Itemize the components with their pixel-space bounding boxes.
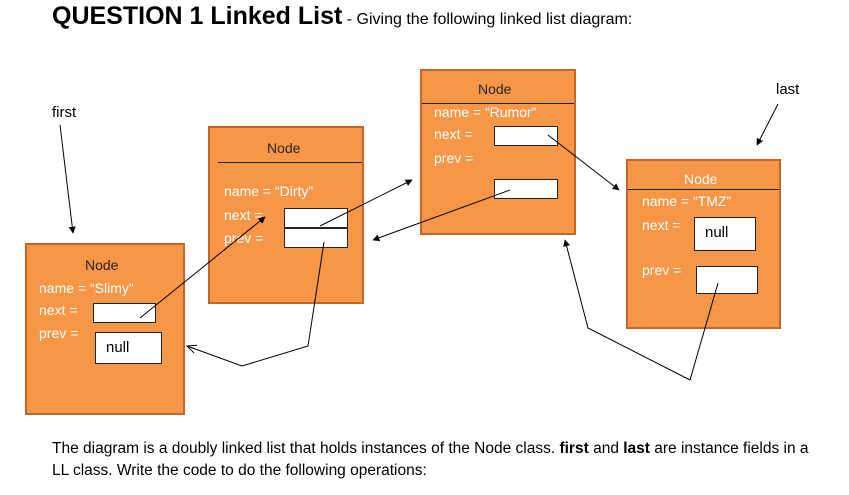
node-header: Node xyxy=(684,171,718,187)
first-label: first xyxy=(52,104,77,121)
node-rumor: Node name = “Rumor” next = prev = xyxy=(420,69,576,235)
description-text: The diagram is a doubly linked list that… xyxy=(52,440,560,457)
node-tmz: Node name = “TMZ” next = null prev = xyxy=(626,159,781,329)
null-value: null xyxy=(705,224,729,241)
node-prev-box: null xyxy=(95,332,162,364)
first-keyword: first xyxy=(559,440,589,457)
question-heading: QUESTION 1 Linked List xyxy=(52,2,343,30)
node-header: Node xyxy=(85,257,119,273)
node-prev-box xyxy=(494,179,558,199)
description-text: are instance fields in a LL class. Write… xyxy=(52,440,809,479)
node-divider xyxy=(628,189,779,190)
node-next-label: next = xyxy=(224,207,263,223)
node-next-label: next = xyxy=(434,126,473,142)
null-value: null xyxy=(106,339,130,356)
last-pointer-arrow xyxy=(756,103,779,146)
question-subtitle: - Giving the following linked list diagr… xyxy=(342,11,633,28)
node-prev-box xyxy=(284,228,348,248)
node-next-box: null xyxy=(694,217,756,251)
node-dirty: Node name = “Dirty” next = prev = xyxy=(208,126,364,304)
question-description: The diagram is a doubly linked list that… xyxy=(52,438,812,482)
node-prev-label: prev = xyxy=(642,262,682,278)
node-next-label: next = xyxy=(39,302,78,318)
node-name-field: name = “Slimy” xyxy=(39,280,134,296)
node-header: Node xyxy=(478,81,512,97)
last-keyword: last xyxy=(623,440,650,457)
node-name-field: name = “Dirty” xyxy=(224,183,314,199)
node-next-box xyxy=(93,303,156,323)
description-text: and xyxy=(588,440,624,457)
node-next-box xyxy=(284,208,348,228)
node-name-field: name = “Rumor” xyxy=(434,104,537,120)
node-prev-label: prev = xyxy=(224,230,264,246)
question-title: QUESTION 1 Linked List - Giving the foll… xyxy=(52,2,632,31)
first-pointer-arrow xyxy=(59,124,76,234)
node-next-label: next = xyxy=(642,217,681,233)
node-name-field: name = “TMZ” xyxy=(642,193,732,209)
node-next-box xyxy=(494,126,558,146)
last-label: last xyxy=(776,81,800,98)
node-slimy: Node name = “Slimy” next = prev = null xyxy=(25,243,185,415)
node-divider xyxy=(422,103,574,104)
node-prev-label: prev = xyxy=(434,150,474,166)
node-divider xyxy=(218,162,362,163)
node-prev-box xyxy=(696,266,758,294)
node-prev-label: prev = xyxy=(39,325,79,341)
node-header: Node xyxy=(267,140,301,156)
